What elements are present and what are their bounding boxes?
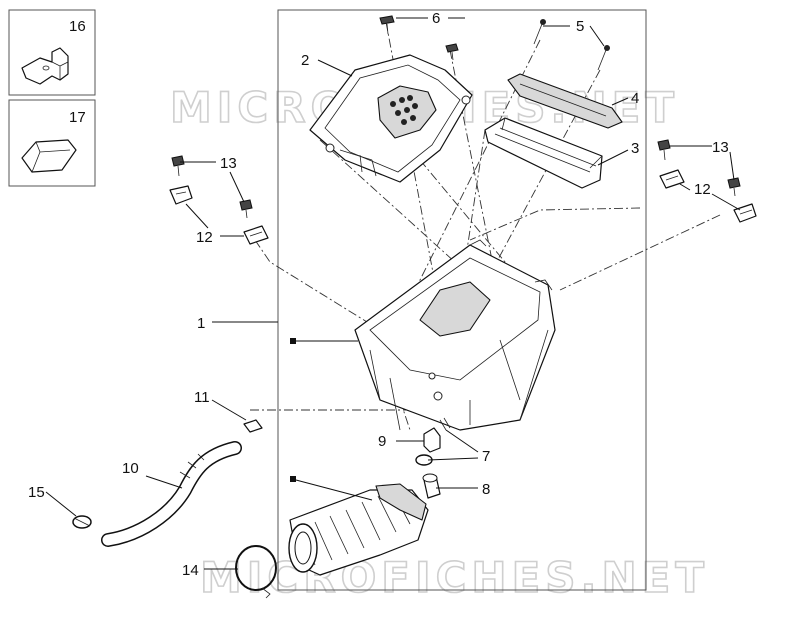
callout-4: 4 <box>631 90 639 107</box>
part-13-bolt-left-a <box>171 155 185 177</box>
part-12-nut-left-b <box>243 225 269 245</box>
callout-12-right: 12 <box>694 181 711 198</box>
part-8-connector <box>422 473 441 499</box>
marker-square-lower <box>290 476 296 482</box>
leader-lines <box>45 17 741 570</box>
part-12-nut-right-b <box>733 203 757 223</box>
callout-15: 15 <box>28 484 45 501</box>
marker-square-upper <box>290 338 296 344</box>
callout-7: 7 <box>482 448 490 465</box>
legend-box-17 <box>8 99 96 187</box>
part-11-clip <box>243 419 263 433</box>
callout-16: 16 <box>69 18 86 35</box>
part-12-nut-right-a <box>659 169 685 189</box>
intake-duct <box>288 483 429 576</box>
callout-12-left: 12 <box>196 229 213 246</box>
part-17-pad <box>21 139 77 173</box>
callout-8: 8 <box>482 481 490 498</box>
callout-17: 17 <box>69 109 86 126</box>
callout-6: 6 <box>432 10 440 27</box>
part-2-airbox-cover <box>309 54 473 183</box>
part-9-sleeve <box>423 427 441 453</box>
part-15-clamp <box>72 515 92 529</box>
callout-10: 10 <box>122 460 139 477</box>
watermark-bottom: MICROFICHES.NET <box>200 553 709 602</box>
part-12-nut-left-a <box>169 185 193 205</box>
part-1-airbox <box>354 239 556 431</box>
part-16-clip <box>21 47 69 85</box>
part-5-long-screws <box>533 19 610 71</box>
part-13-bolt-right-a <box>657 139 671 161</box>
callout-5: 5 <box>576 18 584 35</box>
part-13-bolt-right-b <box>727 177 741 197</box>
callout-11: 11 <box>194 389 210 406</box>
part-3-filter-element <box>484 117 603 189</box>
part-4-gasket <box>507 73 623 129</box>
callout-14: 14 <box>182 562 199 579</box>
part-13-bolt-left-b <box>239 199 253 219</box>
callout-13-left: 13 <box>220 155 237 172</box>
part-6-screws <box>379 15 459 61</box>
callout-2: 2 <box>301 52 309 69</box>
callout-13-right: 13 <box>712 139 729 156</box>
callout-1: 1 <box>197 315 205 332</box>
legend-box-16 <box>8 9 96 96</box>
assembly-frame <box>277 9 647 591</box>
part-14-band-clamp <box>235 545 277 599</box>
part-10-hose <box>101 441 242 547</box>
callout-3: 3 <box>631 140 639 157</box>
callout-9: 9 <box>378 433 386 450</box>
